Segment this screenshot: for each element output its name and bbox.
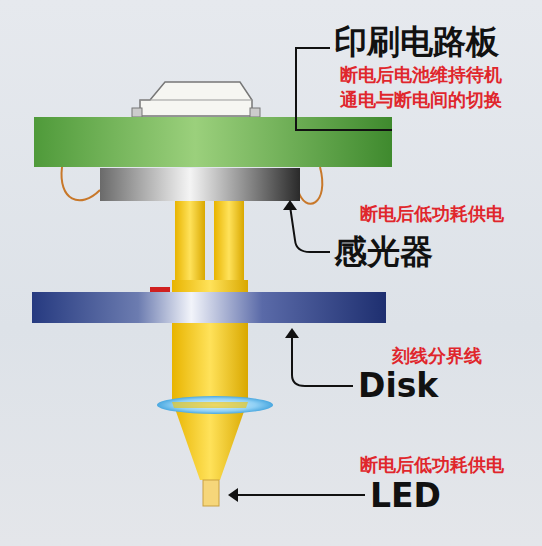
part-name: LED xyxy=(370,476,441,516)
note-text: 刻线分界线 xyxy=(392,345,482,367)
note-text: 断电后低功耗供电 xyxy=(360,454,504,476)
note-text: 断电后电池维持待机 xyxy=(340,64,502,86)
note-text: 通电与断电间的切换 xyxy=(340,89,502,111)
part-name: Disk xyxy=(358,366,438,406)
part-name: 感光器 xyxy=(334,232,433,272)
part-name: 印刷电路板 xyxy=(334,22,499,62)
note-text: 断电后低功耗供电 xyxy=(360,203,504,225)
